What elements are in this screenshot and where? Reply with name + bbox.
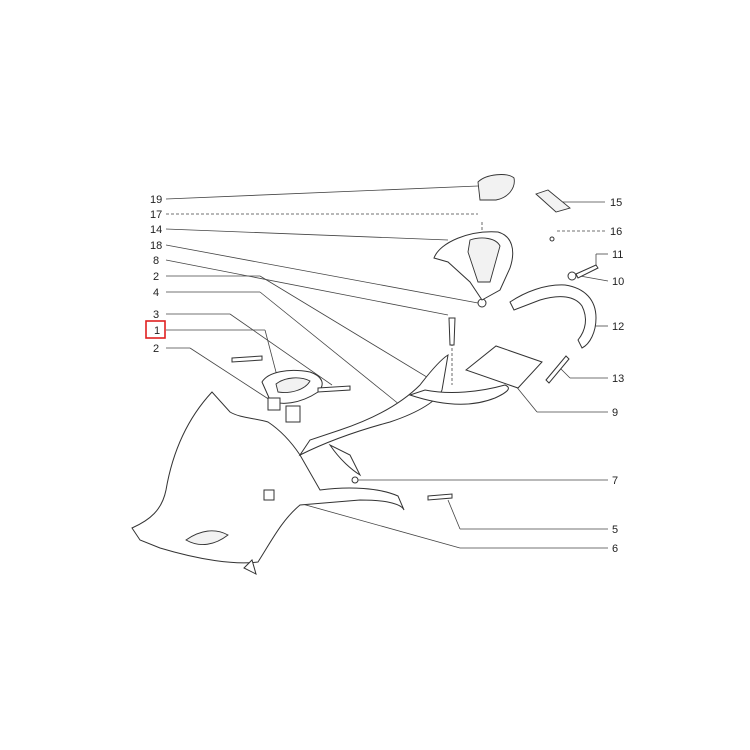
callout-16: 16 bbox=[610, 226, 622, 238]
callout-6: 6 bbox=[612, 543, 618, 555]
callout-12: 12 bbox=[612, 321, 624, 333]
callout-3: 3 bbox=[153, 309, 159, 321]
seat-pad bbox=[433, 231, 514, 301]
bracket-plate bbox=[464, 345, 543, 389]
scooter-front-body bbox=[131, 391, 405, 575]
callout-2-upper: 2 bbox=[153, 271, 159, 283]
callout-8: 8 bbox=[153, 255, 159, 267]
small-emblem bbox=[535, 189, 571, 213]
frame-tunnel bbox=[298, 353, 509, 477]
callout-2-lower: 2 bbox=[153, 343, 159, 355]
callout-17: 17 bbox=[150, 209, 162, 221]
callout-labels: 19 17 14 18 8 2 4 3 1 2 15 16 11 10 12 1… bbox=[150, 194, 624, 555]
callout-14: 14 bbox=[150, 224, 162, 236]
rear-grip bbox=[509, 284, 597, 349]
callout-1: 1 bbox=[154, 325, 160, 337]
small-nuts bbox=[263, 236, 577, 501]
callout-7: 7 bbox=[612, 475, 618, 487]
rear-cover bbox=[477, 174, 515, 201]
callout-9: 9 bbox=[612, 407, 618, 419]
callout-4: 4 bbox=[153, 287, 159, 299]
callout-15: 15 bbox=[610, 197, 622, 209]
screws bbox=[231, 264, 599, 501]
callout-13: 13 bbox=[612, 373, 624, 385]
callout-19: 19 bbox=[150, 194, 162, 206]
callout-5: 5 bbox=[612, 524, 618, 536]
callout-1-highlight-box bbox=[145, 320, 166, 339]
headlight-cowl bbox=[261, 369, 323, 423]
callout-10: 10 bbox=[612, 276, 624, 288]
callout-11: 11 bbox=[612, 249, 623, 261]
callout-18: 18 bbox=[150, 240, 162, 252]
